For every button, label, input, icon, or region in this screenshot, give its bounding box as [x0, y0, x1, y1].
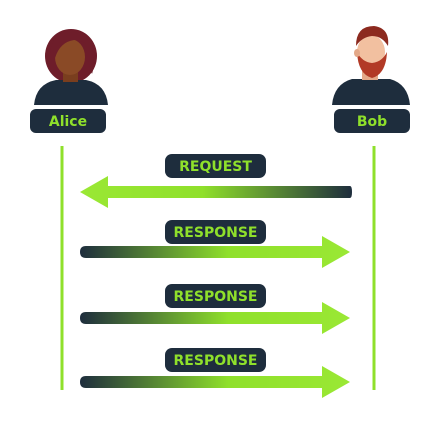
message-label: REQUEST	[179, 159, 252, 175]
alice-name-label: Alice	[49, 114, 87, 130]
left-arrow	[80, 176, 352, 208]
alice-name-tag: Alice	[30, 109, 106, 133]
woman-avatar-icon	[34, 29, 108, 105]
message-label: RESPONSE	[174, 225, 258, 241]
response-message: RESPONSE	[80, 284, 350, 334]
message-label-tag: RESPONSE	[165, 220, 266, 244]
message-label-tag: RESPONSE	[165, 284, 266, 308]
response-message: RESPONSE	[80, 220, 350, 268]
right-arrow	[80, 366, 350, 398]
right-arrow	[80, 236, 350, 268]
message-label-tag: RESPONSE	[165, 348, 266, 372]
bob-name-label: Bob	[357, 114, 387, 130]
bob-name-tag: Bob	[334, 109, 410, 133]
bearded-man-avatar-icon	[332, 26, 410, 105]
response-message: RESPONSE	[80, 348, 350, 398]
request-message: REQUEST	[80, 154, 352, 208]
right-arrow	[80, 302, 350, 334]
message-label: RESPONSE	[174, 353, 258, 369]
message-label: RESPONSE	[174, 289, 258, 305]
message-label-tag: REQUEST	[165, 154, 266, 178]
